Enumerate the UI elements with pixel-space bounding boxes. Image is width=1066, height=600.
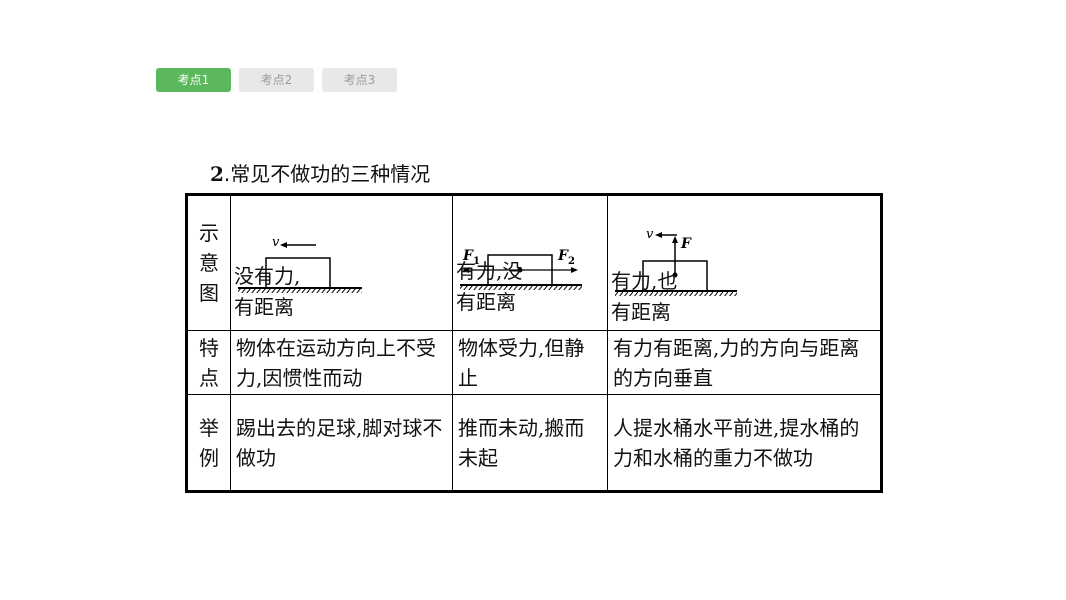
- row-header-char: 例: [199, 445, 219, 470]
- diagram-caption: 有力,没 有距离: [456, 256, 522, 318]
- diagram-cell-no-distance: F1 F2 有力,没 有距离: [452, 194, 608, 331]
- force2-arrowhead: [571, 266, 578, 273]
- diagram-cell-no-force: v 没有力, 有距离: [230, 194, 453, 331]
- section-title: .常见不做功的三种情况: [223, 162, 431, 186]
- comparison-table: 示 意 图 v 没有力, 有距离: [185, 193, 883, 493]
- velocity-arrowhead: [655, 231, 662, 238]
- center-dot: [517, 267, 523, 272]
- diagram-cell-perpendicular: v F 有力,也 有距离: [607, 194, 882, 331]
- force2-label: F2: [557, 248, 575, 267]
- row-header-diagram: 示 意 图: [186, 194, 231, 331]
- force-arrowhead: [672, 235, 678, 243]
- tab-bar: 考点1 考点2 考点3: [156, 68, 397, 92]
- diagram-caption: 没有力, 有距离: [234, 261, 300, 323]
- table-row-diagram: 示 意 图 v 没有力, 有距离: [186, 194, 882, 331]
- tab-kaodian-3[interactable]: 考点3: [322, 68, 397, 92]
- caption-line: 有力,没: [456, 259, 523, 283]
- diagram-perpendicular: v F: [615, 227, 737, 296]
- velocity-arrowhead: [280, 242, 287, 248]
- example-cell: 踢出去的足球,脚对球不做功: [230, 394, 453, 492]
- feature-cell: 物体受力,但静止: [452, 330, 608, 395]
- caption-line: 有距离: [456, 290, 516, 314]
- diagram-no-force: v: [238, 235, 362, 293]
- table-row-example: 举 例 踢出去的足球,脚对球不做功 推而未动,搬而未起 人提水桶水平前进,提水桶…: [186, 394, 882, 492]
- example-cell: 推而未动,搬而未起: [452, 394, 608, 492]
- caption-line: 有距离: [234, 295, 294, 319]
- ground-hatch: [238, 288, 362, 293]
- row-header-char: 点: [199, 365, 219, 390]
- diagram-no-distance: F1 F2: [460, 248, 582, 290]
- row-header-feature: 特 点: [186, 330, 231, 395]
- ground-hatch: [460, 284, 582, 290]
- caption-line: 有力,也: [611, 269, 678, 293]
- row-header-char: 特: [199, 335, 219, 360]
- table-row-feature: 特 点 物体在运动方向上不受力,因惯性而动 物体受力,但静止 有力有距离,力的方…: [186, 330, 882, 395]
- row-header-char: 示: [199, 221, 219, 245]
- example-cell: 人提水桶水平前进,提水桶的力和水桶的重力不做功: [607, 394, 882, 492]
- force1-label: F1: [462, 248, 480, 267]
- center-dot: [672, 272, 678, 277]
- tab-kaodian-1[interactable]: 考点1: [156, 68, 231, 92]
- velocity-label: v: [272, 235, 280, 250]
- section-number: 2: [210, 162, 224, 186]
- section-heading: 2.常见不做功的三种情况: [210, 158, 430, 187]
- ground-hatch: [615, 290, 737, 296]
- row-header-example: 举 例: [186, 394, 231, 492]
- row-header-char: 举: [199, 415, 219, 440]
- force1-arrowhead: [462, 266, 469, 273]
- caption-line: 有距离: [611, 300, 671, 324]
- tab-kaodian-2[interactable]: 考点2: [239, 68, 314, 92]
- feature-cell: 有力有距离,力的方向与距离的方向垂直: [607, 330, 882, 395]
- feature-cell: 物体在运动方向上不受力,因惯性而动: [230, 330, 453, 395]
- caption-line: 没有力,: [234, 264, 301, 288]
- diagram-caption: 有力,也 有距离: [611, 266, 677, 328]
- row-header-char: 意: [199, 251, 219, 275]
- force-label: F: [680, 236, 692, 252]
- row-header-char: 图: [199, 281, 219, 305]
- velocity-label: v: [646, 227, 654, 242]
